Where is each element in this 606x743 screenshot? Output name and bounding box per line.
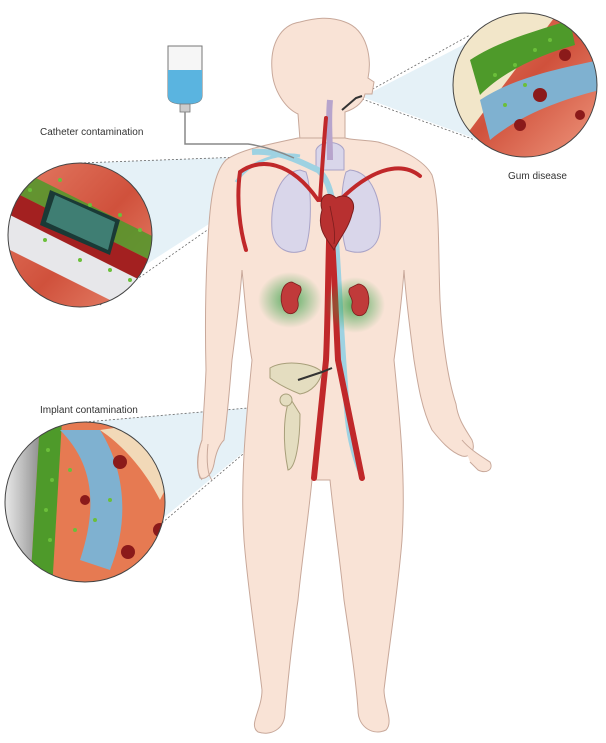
catheter-contamination-label: Catheter contamination [40,127,143,138]
gum-disease-label: Gum disease [508,171,567,182]
vein-upper [329,100,330,160]
implant-contamination-label: Implant contamination [40,405,138,416]
